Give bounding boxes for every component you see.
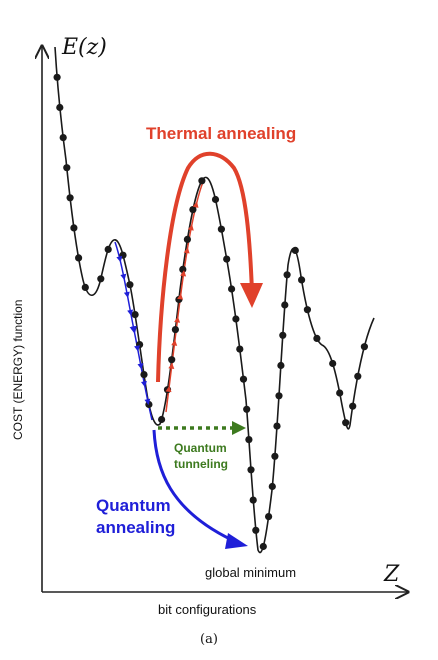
configuration-dot [126,281,134,289]
configuration-dot [168,356,176,364]
climb-chevron [177,293,184,300]
climb-chevron [187,224,194,231]
climb-chevron [183,247,190,254]
configuration-dot [273,422,281,430]
quantum-annealing-label-2: annealing [96,518,175,537]
configuration-dot [271,452,279,460]
descent-chevron [140,380,147,388]
configuration-dot [259,542,267,551]
climb-chevron [174,316,181,323]
energy-curve [54,46,375,554]
configuration-dot [70,224,78,232]
configuration-dot [336,389,344,397]
configuration-dot [277,361,285,370]
descent-chevron [134,345,140,352]
y-axis-symbol: E(z) [61,35,107,60]
configuration-dot [279,331,287,339]
configuration-dot [66,194,74,202]
climb-chevron [171,339,178,346]
configuration-dot [183,235,191,243]
configuration-dot [198,177,206,185]
thermal-arrowhead [240,283,263,308]
configuration-dot [298,276,306,284]
descent-chevron [120,273,127,281]
configuration-dot [349,402,357,410]
configuration-dot [247,466,255,474]
configuration-dot [303,306,311,314]
configuration-dot [313,334,321,342]
descent-chevron [137,363,144,370]
configuration-dot [97,275,105,283]
configuration-dot [243,405,251,413]
descent-chevron [127,309,134,316]
configuration-dot [291,246,299,254]
y-axis-label: COST (ENERGY) function [11,300,25,440]
configuration-dot [189,206,197,214]
figure-caption: (a) [200,632,218,647]
global-minimum-label: global minimum [205,565,296,580]
configuration-dot [59,134,67,142]
configuration-dot [63,164,71,172]
configuration-dot [342,419,350,427]
configuration-dot [75,254,83,262]
thermal-annealing-label: Thermal annealing [146,124,296,143]
thermal-climb-path [165,181,204,413]
configuration-dot [171,326,179,334]
quantum-annealing-label-1: Quantum [96,496,171,515]
climb-chevron [165,385,172,393]
configuration-dot [236,345,244,353]
configuration-dot [360,343,368,351]
configuration-dot [179,265,187,273]
descent-chevron [116,255,123,263]
configuration-dot [265,513,273,521]
thermal-arc-arrow [156,151,254,383]
configuration-dot [329,359,337,368]
configuration-dot [104,245,112,253]
configuration-dot [81,283,89,291]
configuration-dot [228,285,236,293]
quantum-annealing-arrowhead [225,533,248,549]
configuration-dot [217,225,225,233]
descent-chevron [130,327,137,334]
configuration-dot [252,526,260,534]
quantum-tunneling-label-1: Quantum [174,441,227,455]
climb-chevron [180,270,187,277]
configuration-dot [354,372,362,380]
climb-chevron [192,201,199,208]
configuration-dot [249,496,257,504]
climb-chevron [168,362,175,370]
x-axis-label: bit configurations [158,602,257,617]
configuration-dot [223,255,231,263]
tunneling-arrowhead [232,421,246,435]
configuration-dots [53,73,368,551]
configuration-dot [53,73,61,81]
configuration-dot [131,311,139,319]
descent-chevron [144,398,151,406]
configuration-dot [232,315,240,323]
quantum-annealing-arrow [152,429,233,542]
configuration-dot [140,371,148,379]
configuration-dot [281,301,289,309]
configuration-dot [245,436,253,444]
configuration-dot [56,103,64,112]
quantum-tunneling-label-2: tunneling [174,457,228,471]
configuration-dot [283,271,291,279]
x-axis-symbol: Z [383,562,400,587]
descent-chevron [123,291,130,299]
configuration-dot [239,375,248,383]
configuration-dot [275,392,283,400]
configuration-dot [158,415,166,424]
configuration-dot [211,195,220,204]
configuration-dot [268,482,276,491]
